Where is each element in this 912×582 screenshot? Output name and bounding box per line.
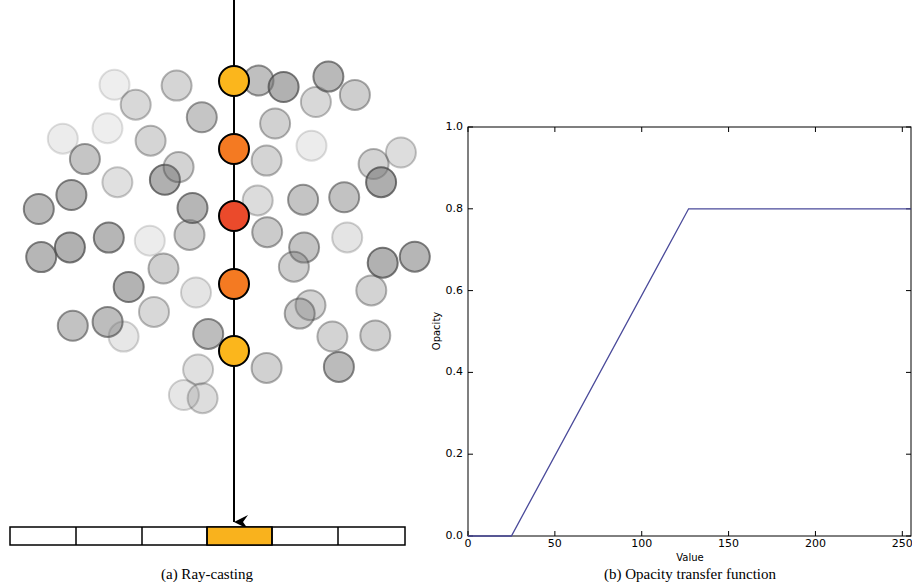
sample-point — [93, 307, 123, 337]
tick-mark — [468, 208, 473, 209]
sample-point — [178, 193, 208, 223]
sample-point — [285, 299, 315, 329]
sample-point — [400, 242, 430, 272]
tick-mark — [902, 531, 903, 536]
tick-mark — [902, 127, 903, 132]
tick-label: 1.0 — [446, 121, 464, 133]
sample-point — [313, 62, 343, 92]
sample-point — [100, 70, 130, 100]
caption: (b) Opacity transfer function — [604, 566, 776, 582]
tick-label: 0.6 — [446, 285, 464, 297]
sample-point — [114, 272, 144, 302]
ray-samples — [219, 66, 249, 366]
tick-mark — [906, 372, 911, 373]
sample-point — [136, 126, 166, 156]
tick-mark — [468, 531, 469, 536]
tick-mark — [728, 531, 729, 536]
sample-point — [329, 182, 359, 212]
sample-point — [162, 71, 192, 101]
sample-point — [93, 113, 123, 143]
opacity-curve — [468, 209, 911, 536]
sample-point — [164, 152, 194, 182]
sample-point — [169, 380, 199, 410]
tick-mark — [641, 531, 642, 536]
axis-title: Opacity — [431, 312, 442, 350]
sample-point — [94, 223, 124, 253]
sample-point — [368, 248, 398, 278]
sample-points — [24, 62, 430, 414]
tick-label: 0.2 — [446, 448, 464, 460]
tick-mark — [906, 127, 911, 128]
tick-label: 200 — [805, 538, 826, 550]
tick-label: 250 — [892, 538, 912, 550]
sample-point — [175, 220, 205, 250]
tick-mark — [906, 290, 911, 291]
tick-mark — [906, 454, 911, 455]
tick-mark — [468, 127, 469, 132]
tick-mark — [728, 127, 729, 132]
chart — [468, 127, 911, 536]
tick-mark — [468, 454, 473, 455]
tick-mark — [906, 536, 911, 537]
sample-point — [317, 322, 347, 352]
tick-label: 0 — [465, 538, 472, 550]
tick-label: 50 — [548, 538, 562, 550]
sample-point — [356, 275, 386, 305]
tick-mark — [468, 372, 473, 373]
tick-mark — [815, 127, 816, 132]
tick-label: 0.0 — [446, 530, 464, 542]
caption: (a) Ray-casting — [161, 566, 253, 582]
sample-point — [24, 194, 54, 224]
tick-mark — [468, 290, 473, 291]
axis-title: Value — [676, 552, 703, 563]
sample-point — [252, 217, 282, 247]
tick-mark — [554, 127, 555, 132]
sample-point — [340, 80, 370, 110]
sample-point — [55, 232, 85, 262]
tick-label: 100 — [631, 538, 652, 550]
sample-point — [386, 138, 416, 168]
sample-point — [193, 319, 223, 349]
sample-point — [181, 278, 211, 308]
sample-point — [252, 353, 282, 383]
sample-point — [135, 226, 165, 256]
tick-label: 0.4 — [446, 366, 464, 378]
tick-mark — [468, 127, 473, 128]
tick-label: 150 — [718, 538, 739, 550]
tick-mark — [554, 531, 555, 536]
sample-point — [149, 254, 179, 284]
tick-mark — [815, 531, 816, 536]
sample-point — [26, 242, 56, 272]
sample-point — [58, 311, 88, 341]
sample-point — [260, 109, 290, 139]
tick-mark — [641, 127, 642, 132]
sample-point — [324, 352, 354, 382]
sample-point — [366, 167, 396, 197]
pixel-row — [10, 527, 405, 545]
sample-point — [48, 124, 78, 154]
tick-label: 0.8 — [446, 203, 464, 215]
sample-point — [360, 320, 390, 350]
sample-point — [102, 167, 132, 197]
sample-point — [279, 252, 309, 282]
sample-point — [139, 297, 169, 327]
sample-point — [187, 102, 217, 132]
sample-point — [269, 72, 299, 102]
sample-point — [332, 222, 362, 252]
sample-point — [252, 146, 282, 176]
sample-point — [288, 185, 318, 215]
sample-point — [56, 180, 86, 210]
sample-point — [297, 131, 327, 161]
